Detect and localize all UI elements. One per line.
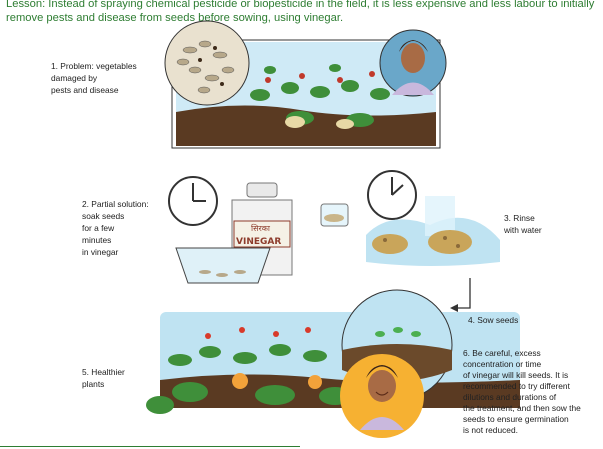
footer-divider bbox=[0, 446, 300, 447]
bottle-label-vinegar: VINEGAR bbox=[236, 237, 281, 247]
flow-arrow-icon bbox=[458, 278, 471, 309]
lesson-text: Lesson: Instead of spraying chemical pes… bbox=[6, 0, 595, 24]
infected-seeds-icon bbox=[164, 20, 250, 106]
panel-rinse bbox=[320, 170, 500, 266]
panel-soak: सिरका VINEGAR bbox=[168, 176, 293, 284]
farmer-worried-portrait bbox=[379, 29, 447, 97]
panel-problem bbox=[164, 20, 447, 149]
panel-healthy bbox=[146, 289, 520, 438]
farmer-happy-portrait bbox=[340, 354, 424, 438]
soaking-bowl-icon bbox=[175, 247, 271, 284]
caption-step-4: 4. Sow seeds bbox=[468, 315, 519, 325]
bottle-label-hindi: सिरका bbox=[251, 223, 271, 233]
